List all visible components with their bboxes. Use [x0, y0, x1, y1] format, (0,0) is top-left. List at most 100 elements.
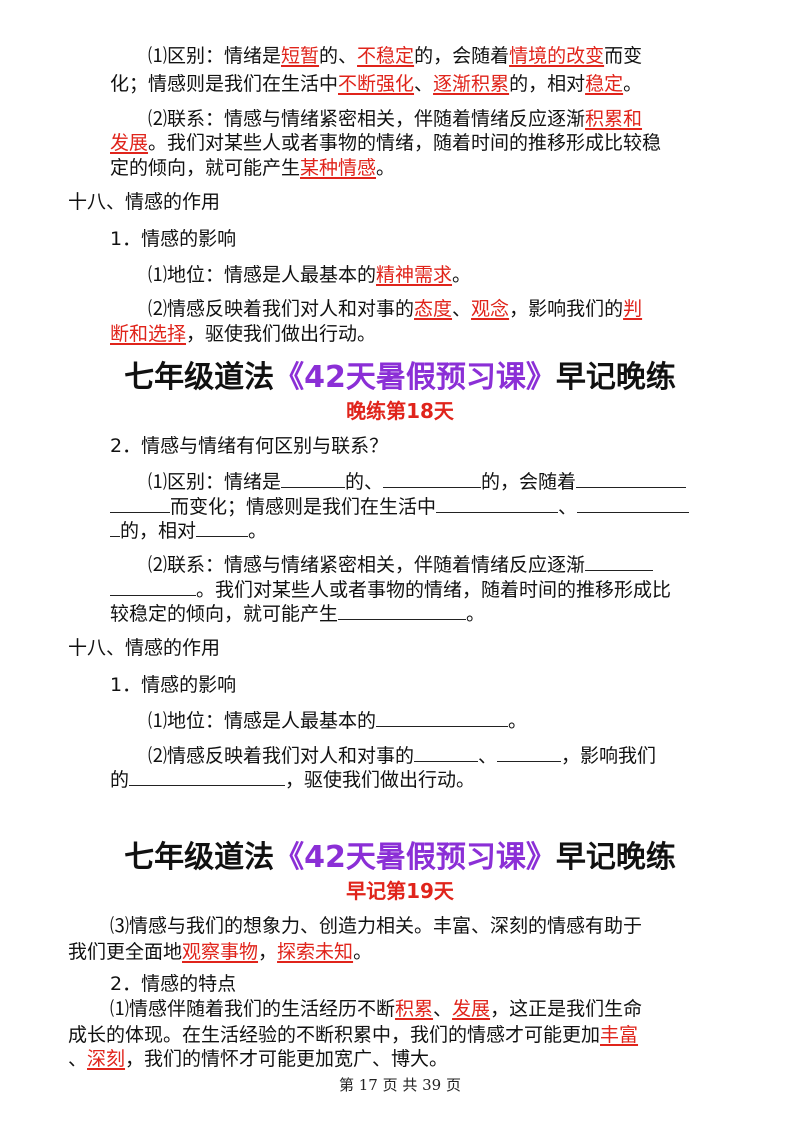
blank[interactable] — [110, 495, 170, 513]
title-course: 《42天暑假预习课》 — [274, 360, 556, 395]
b3-line2: 我们更全面地观察事物，探索未知。 — [0, 940, 800, 964]
text: ⑴地位：情感是人最基本的 — [148, 710, 377, 732]
b2-question: 2．情感与情绪有何区别与联系？ — [110, 435, 389, 457]
blank[interactable] — [376, 709, 509, 727]
title-right: 早记晚练 — [555, 840, 676, 875]
blank[interactable] — [196, 519, 249, 537]
b1-line6: ⑴地位：情感是人最基本的精神需求。 — [0, 263, 800, 287]
b2-line1: ⑴区别：情绪是 的、 的，会随着 — [0, 470, 800, 494]
blank[interactable] — [338, 602, 467, 620]
text: 我们更全面地 — [68, 941, 183, 963]
text: 的、 — [345, 471, 384, 493]
answer: 情境的改变 — [509, 45, 605, 67]
answer: 积累 — [395, 998, 434, 1020]
text: 定的倾向，就可能产生 — [110, 157, 301, 179]
text: 成长的体现。在生活经验的不断积累中，我们的情感才可能更加 — [68, 1024, 601, 1046]
b2-line4: ⑵联系：情感与情绪紧密相关，伴随着情绪反应逐渐 — [0, 553, 800, 577]
text: ⑵联系：情感与情绪紧密相关，伴随着情绪反应逐渐 — [148, 108, 586, 130]
b3-line1: ⑶情感与我们的想象力、创造力相关。丰富、深刻的情感有助于 — [0, 914, 800, 938]
text: 。 — [466, 603, 486, 625]
answer: 态度 — [414, 298, 453, 320]
answer: 观念 — [471, 298, 510, 320]
b2-line5: 。我们对某些人或者事物的情绪，随着时间的推移形成比 — [0, 578, 800, 602]
b2-heading-18: 十八、情感的作用 — [68, 637, 221, 659]
b2-line6: 较稳定的倾向，就可能产生 。 — [0, 602, 800, 626]
blank[interactable] — [110, 519, 120, 537]
text: ⑴情感伴随着我们的生活经历不断 — [110, 998, 396, 1020]
text: ， — [258, 941, 278, 963]
blank[interactable] — [129, 768, 286, 786]
answer: 观察事物 — [182, 941, 259, 963]
text: 。 — [353, 941, 373, 963]
answer: 短暂 — [281, 45, 320, 67]
text: 较稳定的倾向，就可能产生 — [110, 603, 339, 625]
text: 的，会随着 — [481, 471, 577, 493]
text: ⑵联系：情感与情绪紧密相关，伴随着情绪反应逐渐 — [148, 554, 586, 576]
blank[interactable] — [110, 578, 196, 596]
answer: 判 — [623, 298, 643, 320]
text: 。 — [248, 520, 268, 542]
text: 的 — [110, 769, 130, 791]
text: ，驱使我们做出行动。 — [285, 769, 476, 791]
b1-line2: 化；情感则是我们在生活中不断强化、逐渐积累的，相对稳定。 — [0, 72, 800, 96]
title-left: 七年级道法 — [124, 840, 275, 875]
text: 的，相对 — [120, 520, 197, 542]
b1-heading-18: 十八、情感的作用 — [68, 191, 221, 213]
text: ⑴地位：情感是人最基本的 — [148, 264, 377, 286]
b2-line3: 的，相对 。 — [0, 519, 800, 543]
text: 、 — [478, 745, 498, 767]
section-title-18: 七年级道法《42天暑假预习课》早记晚练 — [0, 360, 800, 396]
text: 、 — [452, 298, 472, 320]
b1-line3: ⑵联系：情感与情绪紧密相关，伴随着情绪反应逐渐积累和 — [0, 107, 800, 131]
blank[interactable] — [436, 495, 559, 513]
b1-line7: ⑵情感反映着我们对人和对事的态度、观念，影响我们的判 — [0, 297, 800, 321]
b2-line2: 而变化；情感则是我们在生活中 、 — [0, 495, 800, 519]
text: ⑴区别：情绪是 — [148, 45, 282, 67]
section-title-19: 七年级道法《42天暑假预习课》早记晚练 — [0, 840, 800, 876]
blank[interactable] — [497, 744, 562, 762]
b2-line9: 的 ，驱使我们做出行动。 — [0, 768, 800, 792]
answer: 积累和 — [585, 108, 643, 130]
text: 而变化；情感则是我们在生活中 — [170, 496, 437, 518]
text: 。我们对某些人或者事物的情绪，随着时间的推移形成比 — [196, 579, 672, 601]
text: ，我们的情怀才可能更加宽广、博大。 — [125, 1048, 449, 1070]
text: 、 — [414, 73, 434, 95]
blank[interactable] — [281, 470, 346, 488]
text: 。 — [508, 710, 528, 732]
text: 化；情感则是我们在生活中 — [110, 73, 339, 95]
text: 。我们对某些人或者事物的情绪，随着时间的推移形成比较稳 — [148, 132, 662, 154]
answer: 精神需求 — [376, 264, 453, 286]
b1-line4: 发展。我们对某些人或者事物的情绪，随着时间的推移形成比较稳 — [0, 131, 800, 155]
text: ，这正是我们生命 — [490, 998, 643, 1020]
blank[interactable] — [576, 470, 687, 488]
text: 的，相对 — [509, 73, 586, 95]
title-right: 早记晚练 — [555, 360, 676, 395]
section-subtitle-18: 晚练第18天 — [346, 399, 454, 423]
text: ⑴区别：情绪是 — [148, 471, 282, 493]
b1-line1: ⑴区别：情绪是短暂的、不稳定的，会随着情境的改变而变 — [0, 44, 800, 68]
text: ⑵情感反映着我们对人和对事的 — [148, 745, 415, 767]
blank[interactable] — [585, 553, 654, 571]
text: 。 — [452, 264, 472, 286]
b3-line4: 成长的体现。在生活经验的不断积累中，我们的情感才可能更加丰富 — [0, 1023, 800, 1047]
b1-line8: 断和选择，驱使我们做出行动。 — [0, 322, 800, 346]
text: 的、 — [319, 45, 358, 67]
text: ，影响我们 — [561, 745, 657, 767]
text: ，驱使我们做出行动。 — [186, 323, 377, 345]
text: 而变 — [604, 45, 643, 67]
b2-line7: ⑴地位：情感是人最基本的 。 — [0, 709, 800, 733]
answer: 不稳定 — [357, 45, 415, 67]
title-course: 《42天暑假预习课》 — [274, 840, 556, 875]
answer: 某种情感 — [300, 157, 377, 179]
title-left: 七年级道法 — [124, 360, 275, 395]
text: 。 — [623, 73, 643, 95]
blank[interactable] — [383, 470, 482, 488]
text: ⑵情感反映着我们对人和对事的 — [148, 298, 415, 320]
answer: 丰富 — [600, 1024, 639, 1046]
text: 、 — [558, 496, 578, 518]
b3-subheading: 2．情感的特点 — [110, 973, 237, 995]
blank[interactable] — [577, 495, 690, 513]
blank[interactable] — [414, 744, 479, 762]
page-footer: 第 17 页 共 39 页 — [338, 1076, 461, 1094]
answer: 深刻 — [87, 1048, 126, 1070]
